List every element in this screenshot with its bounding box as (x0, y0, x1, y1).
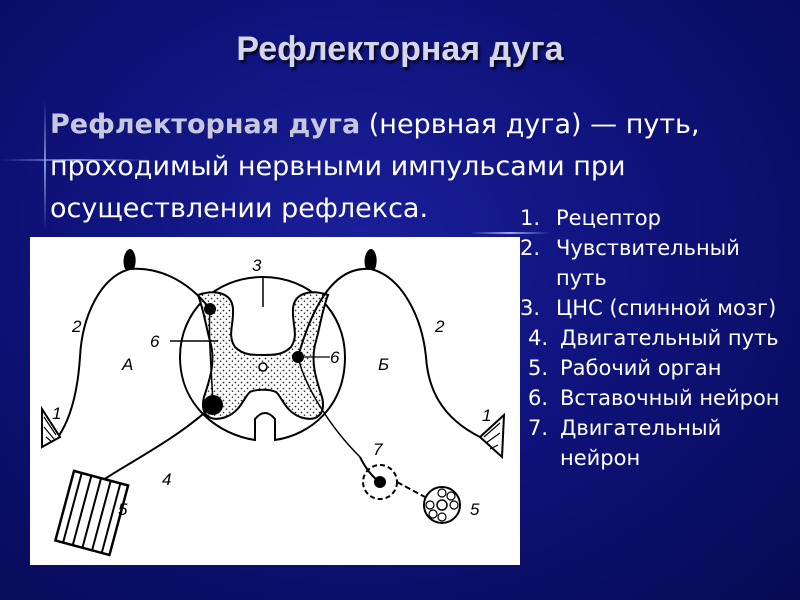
legend-list: 1. Рецептор 2. Чувствительный путь 3. ЦНС (… (520, 203, 795, 473)
legend-item: 5. Рабочий орган (520, 353, 795, 383)
label-5-right: 5 (470, 500, 480, 519)
legend-number: 3. (520, 296, 541, 320)
legend-label: Двигательный путь (560, 326, 779, 350)
light-flare-horizontal (0, 159, 150, 161)
legend-number: 2. (520, 236, 541, 260)
label-5-left: 5 (118, 500, 128, 519)
legend-label: ЦНС (спинной мозг) (556, 296, 777, 320)
working-organ-left (53, 469, 130, 557)
reflex-arc-diagram: 1 1 2 2 3 4 5 5 6 6 7 А Б (30, 237, 520, 565)
label-7: 7 (373, 440, 383, 459)
legend-number: 7. (528, 416, 549, 440)
legend-item: 7. Двигательный нейрон (520, 413, 795, 473)
legend-label: Двигательный нейрон (560, 416, 722, 470)
working-organ-right (423, 486, 461, 524)
legend-number: 4. (528, 326, 549, 350)
definition-term: Рефлекторная дуга (50, 109, 361, 140)
label-6-left: 6 (150, 332, 160, 351)
legend-number: 6. (528, 386, 549, 410)
legend-label: Рецептор (556, 206, 661, 230)
label-1-right: 1 (482, 406, 491, 425)
light-flare-vertical (44, 100, 46, 230)
legend-label: Вставочный нейрон (560, 386, 780, 410)
definition-body: (нервная дуга) — путь, проходимый нервны… (50, 109, 700, 224)
spinal-cord-outline (178, 275, 347, 442)
label-3: 3 (252, 256, 262, 275)
legend-number: 5. (528, 356, 549, 380)
legend-number: 1. (520, 206, 541, 230)
label-side-b: Б (378, 355, 389, 374)
reflex-arc-svg: 1 1 2 2 3 4 5 5 6 6 7 А Б (41, 249, 506, 557)
definition-text: Рефлекторная дуга (нервная дуга) — путь,… (50, 104, 750, 230)
legend-item: 4. Двигательный путь (520, 323, 795, 353)
label-4: 4 (162, 470, 171, 489)
label-6-right: 6 (330, 348, 340, 367)
legend-item: 2. Чувствительный путь (520, 233, 795, 293)
legend-item: 3. ЦНС (спинной мозг) (520, 293, 795, 323)
label-2-left: 2 (71, 317, 82, 336)
label-side-a: А (121, 355, 133, 374)
light-flare-horizontal-small (470, 232, 550, 234)
legend-label: Рабочий орган (560, 356, 722, 380)
legend-item: 1. Рецептор (520, 203, 795, 233)
slide-title: Рефлекторная дуга (236, 30, 564, 68)
label-2-right: 2 (434, 317, 445, 336)
grey-matter (196, 291, 330, 420)
legend-item: 6. Вставочный нейрон (520, 383, 795, 413)
label-1-left: 1 (52, 404, 61, 423)
legend-label: Чувствительный путь (556, 236, 740, 290)
